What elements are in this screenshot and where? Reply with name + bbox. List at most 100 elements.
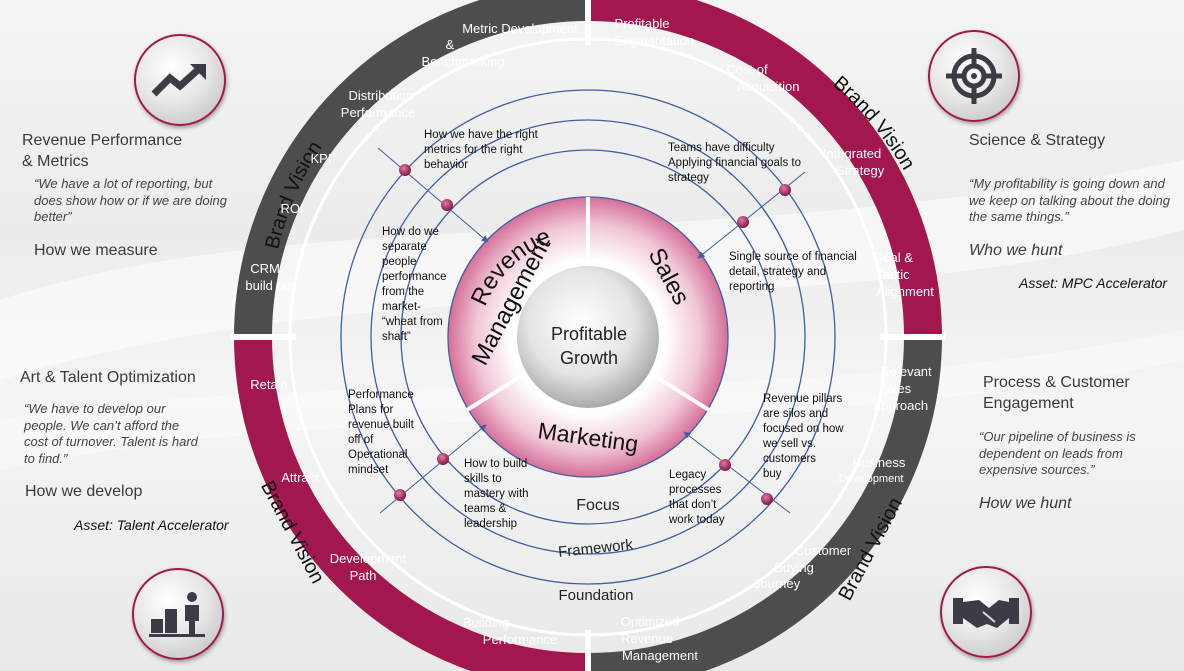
metric-dev-line3: Benchmarking [421, 54, 504, 69]
annotation-a8-line: processes [669, 484, 722, 496]
dev-path-line2: Path [350, 568, 377, 583]
people-growth-icon [132, 568, 224, 660]
annotation-a5-line: Plans for [348, 404, 394, 416]
annotation-a7-line: we sell vs. [762, 438, 816, 450]
annotation-a7-line: Revenue pillars [763, 393, 843, 405]
metric-dev-line2: & [446, 37, 455, 52]
crm-line1: CRM [250, 261, 280, 276]
annotation-a8-line: Legacy [669, 469, 706, 481]
annotation-a2-line: from the [382, 286, 424, 298]
annotation-a7-line: buy [763, 468, 782, 480]
handshake-icon [940, 566, 1032, 658]
attract-label: Attract [281, 470, 319, 485]
annotation-a6-line: How to build [464, 458, 527, 470]
annotation-a2-line: performance [382, 271, 447, 283]
outer-ring-top-right [587, 0, 942, 338]
panel-top-right-quote: “My profitability is going down and we k… [969, 176, 1170, 224]
panel-bottom-left-asset: Asset: Talent Accelerator [74, 517, 229, 533]
goal-line3: Alignment [876, 284, 934, 299]
annotation-a2-line: people [382, 256, 417, 268]
outer-ring-labels: Metric Development & Benchmarking Distri… [245, 16, 934, 663]
prof-seg-line2: Segmentation [614, 33, 694, 48]
ring-foundation [340, 89, 836, 585]
retain-label: Retain [250, 377, 288, 392]
dist-perf-line2: Performance [341, 105, 415, 120]
opt-rev-line3: Management [622, 648, 698, 663]
kpi-label: KPI [311, 151, 332, 166]
roi-label: ROI [280, 201, 303, 216]
panel-bottom-left-title: Art & Talent Optimization [20, 369, 196, 386]
build-perf-line2: Performance [483, 632, 557, 647]
annotation-a6-line: teams & [464, 503, 507, 515]
annotation-a4-line: detail, strategy and [729, 266, 826, 278]
crm-line2: build out [245, 278, 295, 293]
annotation-a8-line: that don’t [669, 499, 717, 511]
opt-rev-line1: Optimized [621, 614, 680, 629]
annotation-a2-line: How do we [382, 226, 439, 238]
panel-bottom-right-quote: “Our pipeline of business is dependent o… [979, 429, 1136, 477]
panel-top-right-asset: Asset: MPC Accelerator [1019, 275, 1168, 291]
rel-sales-line3: approach [874, 398, 928, 413]
framework-label: Framework [557, 536, 634, 561]
annotation-a6-line: skills to [464, 473, 502, 485]
connector-dots [394, 164, 791, 505]
bus-dev-line1: Business [853, 455, 906, 470]
panel-bottom-left-quote: “We have to develop our people. We can’t… [24, 401, 198, 466]
cust-buy-line2: Buying [774, 560, 814, 575]
foundation-label: Foundation [558, 587, 633, 604]
panel-bottom-left-sub: How we develop [25, 483, 143, 500]
annotation-a3-line: strategy [668, 172, 709, 184]
build-perf-line1: Building [463, 615, 509, 630]
annotation-a7-line: customers [763, 453, 816, 465]
int-strat-line2: Strategy [836, 163, 885, 178]
focus-label: Focus [576, 497, 620, 514]
annotation-a7-line: focused on how [763, 423, 844, 435]
annotation-a5-line: off of [348, 434, 374, 446]
annotation-a7-line: are silos and [763, 408, 828, 420]
target-icon [928, 30, 1020, 122]
panel-top-right-title: Science & Strategy [969, 132, 1106, 149]
annotation-a1-line: behavior [424, 159, 468, 171]
goal-line1: Goal & [873, 250, 913, 265]
prof-seg-line1: Profitable [615, 16, 670, 31]
panel-top-left-sub: How we measure [34, 242, 158, 259]
outer-ring-bottom-right [587, 336, 942, 671]
dist-perf-line1: Distribution [348, 88, 413, 103]
coa-line1: Cost of [726, 62, 768, 77]
annotation-a1-line: How we have the right [424, 129, 539, 141]
goal-line2: Tactic [876, 267, 910, 282]
ring-white-outer [288, 37, 888, 637]
panel-bottom-right-title: Process & Customer Engagement [983, 374, 1130, 412]
int-strat-line1: Integrated [823, 146, 882, 161]
panel-bottom-right-sub: How we hunt [979, 495, 1072, 512]
ring-focus [400, 149, 776, 525]
annotation-a5-line: revenue built [348, 419, 415, 431]
rel-sales-line1: Relevant [880, 364, 932, 379]
panel-top-right-sub: Who we hunt [969, 242, 1063, 259]
cust-buy-line3: Journey [754, 576, 801, 591]
annotation-a2-line: shaft” [382, 331, 411, 343]
panel-top-left-quote: “We have a lot of reporting, but does sh… [34, 176, 227, 224]
metric-dev-line1: Metric Development [462, 21, 578, 36]
center-label-line2: Growth [560, 348, 618, 368]
annotation-a4-line: reporting [729, 281, 774, 293]
dev-path-line1: Development [330, 551, 407, 566]
panel-top-left-title: Revenue Performance & Metrics [22, 132, 183, 170]
annotation-a6-line: leadership [464, 518, 517, 530]
annotation-a8-line: work today [668, 514, 725, 526]
annotation-a6-line: mastery with [464, 488, 529, 500]
bus-dev-line2: Development [839, 473, 904, 485]
ring-framework [370, 119, 806, 555]
trending-up-icon [134, 34, 226, 126]
opt-rev-line2: Revenue [621, 631, 673, 646]
annotation-a3-line: Teams have difficulty [668, 142, 775, 154]
center-disc [513, 262, 663, 412]
cust-buy-line1: Customer [795, 543, 852, 558]
outer-ring-top-left [234, 0, 589, 338]
annotations: How we have the right metrics for the ri… [348, 129, 857, 530]
center-label-line1: Profitable [551, 324, 627, 344]
coa-line2: Acquisition [737, 79, 800, 94]
annotation-a5-line: Operational [348, 449, 407, 461]
annotation-a2-line: separate [382, 241, 427, 253]
